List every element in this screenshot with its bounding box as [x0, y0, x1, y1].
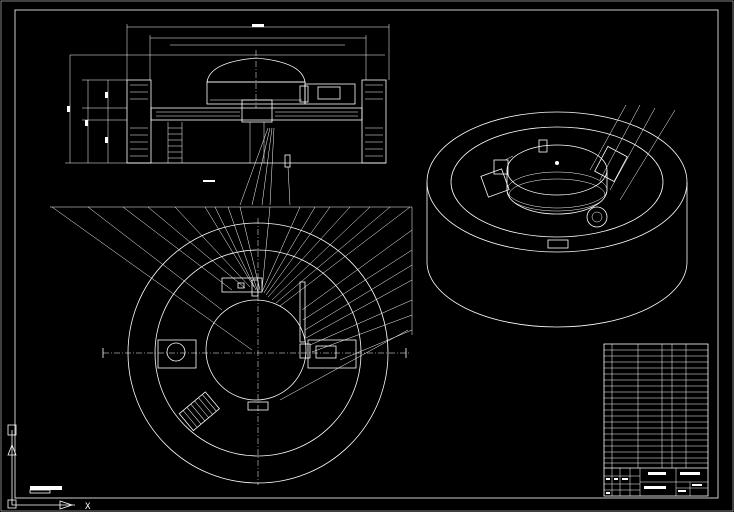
isometric-view[interactable] — [426, 104, 688, 328]
plan-leader-lines — [50, 206, 413, 401]
drawing-number-text — [644, 486, 666, 489]
drawing-name-text — [648, 472, 666, 475]
left-wall — [126, 79, 152, 164]
title-area-grid — [604, 468, 708, 496]
iso-outer-top-ellipse — [426, 111, 688, 253]
plan-view[interactable] — [50, 127, 413, 485]
section-to-plan-leaders — [239, 127, 291, 206]
ucs-y-arrow-icon — [7, 443, 17, 456]
iso-left-drive — [480, 155, 514, 198]
vertical-pipe — [299, 281, 306, 343]
floor-slab — [150, 107, 363, 121]
right-drive-unit — [307, 339, 357, 369]
iso-leader-lines — [589, 104, 676, 201]
iso-right-drive — [586, 145, 628, 228]
parts-list-grid — [604, 344, 708, 468]
ucs-x-label: X — [85, 502, 91, 512]
central-tank-circle — [205, 299, 307, 401]
iso-tank-top — [506, 144, 608, 196]
top-drive-box — [221, 277, 263, 293]
section-view[interactable] — [65, 24, 390, 182]
central-column — [241, 99, 273, 123]
ucs-x-arrow-icon — [59, 500, 74, 510]
outlet-box — [247, 401, 269, 411]
section-ladder — [167, 122, 183, 163]
dimension-text — [252, 24, 264, 27]
iso-outer-wall — [426, 182, 688, 328]
manhole-box — [157, 339, 197, 369]
title-block[interactable] — [603, 343, 709, 497]
company-text — [680, 472, 700, 475]
drive-unit — [304, 83, 356, 105]
section-title — [203, 180, 215, 182]
ucs-icon: X Y — [7, 424, 91, 512]
iso-inner-ellipse — [450, 126, 664, 238]
right-wall — [361, 79, 387, 164]
inner-frame-border — [14, 9, 719, 499]
plan-stairs — [178, 391, 221, 432]
